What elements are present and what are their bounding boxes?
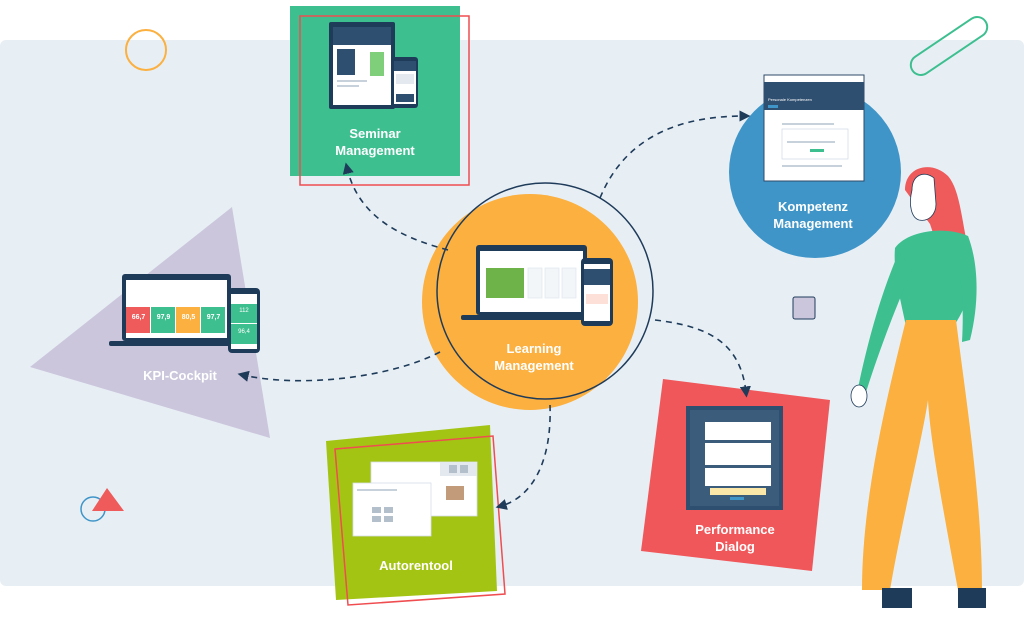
- kpi-tile-4: 97,7: [206, 314, 221, 321]
- kompetenz-screen-title: Personale Kompetenzen: [768, 97, 812, 102]
- kpi-phone-tile-1: 112: [239, 308, 249, 314]
- seminar-device-mockup: [329, 22, 418, 109]
- connector-to-performance: [654, 319, 751, 398]
- person-illustration: [850, 167, 986, 608]
- seminar-outline: [299, 15, 470, 186]
- connector-to-kompetenz: [599, 110, 751, 199]
- connector-to-autorentool: [495, 404, 551, 510]
- performance-screen-mockup: [686, 406, 783, 510]
- decor-pill-green: [909, 15, 989, 77]
- kpi-device-mockup: [109, 274, 260, 353]
- connector-to-seminar: [342, 162, 449, 251]
- kpi-phone-tile-2: 96,4: [238, 329, 250, 335]
- kpi-label: KPI-Cockpit: [143, 368, 217, 383]
- connector-to-kpi: [237, 351, 441, 382]
- kpi-tile-3: 80,5: [181, 314, 196, 321]
- decor-triangle-red: [92, 488, 124, 511]
- kpi-tile-1: 66,7: [131, 314, 146, 321]
- kpi-tile-values: 66,7 97,9 80,5 97,7: [126, 314, 226, 321]
- learning-device-mockup: [461, 245, 613, 326]
- autorentool-outline: [334, 435, 506, 606]
- autorentool-label: Autorentool: [379, 558, 453, 573]
- autorentool-screen-mockup: [352, 461, 478, 537]
- decor-circle-orange: [125, 29, 167, 71]
- decor-square: [792, 296, 816, 320]
- kpi-tile-2: 97,9: [156, 314, 171, 321]
- kompetenz-screen-mockup: [763, 74, 865, 182]
- learning-ring: [436, 182, 654, 400]
